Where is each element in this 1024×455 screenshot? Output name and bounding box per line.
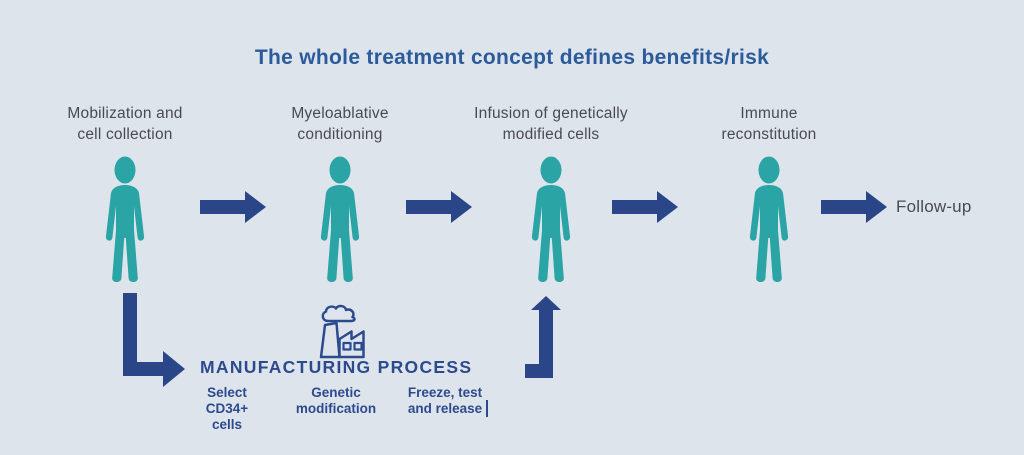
arrow-up-icon (524, 292, 564, 382)
arrow-right-icon (200, 189, 268, 225)
step-label-conditioning: Myeloablative conditioning (291, 105, 389, 143)
person-icon (97, 156, 153, 284)
step-label-mobilization: Mobilization and cell collection (67, 105, 183, 143)
page-title: The whole treatment concept defines bene… (254, 46, 770, 69)
arrow-right-icon (406, 189, 474, 225)
arrow-down-right-icon (119, 291, 189, 391)
arrow-right-icon (612, 189, 680, 225)
person-icon (523, 156, 579, 284)
factory-icon (310, 303, 376, 359)
step-label-immune: Immune reconstitution (721, 105, 817, 143)
substep-select-cd34: Select CD34+ cells (205, 385, 249, 432)
person-icon (741, 156, 797, 284)
manufacturing-process-title: MANUFACTURING PROCESS (200, 357, 473, 377)
person-icon (312, 156, 368, 284)
arrow-right-icon (821, 189, 889, 225)
follow-up-label: Follow-up (896, 197, 972, 216)
substep-freeze-test-release: Freeze, test and release (407, 385, 483, 416)
substep-genetic-modification: Genetic modification (295, 385, 377, 416)
step-label-infusion: Infusion of genetically modified cells (474, 105, 628, 143)
text-cursor (486, 400, 488, 417)
